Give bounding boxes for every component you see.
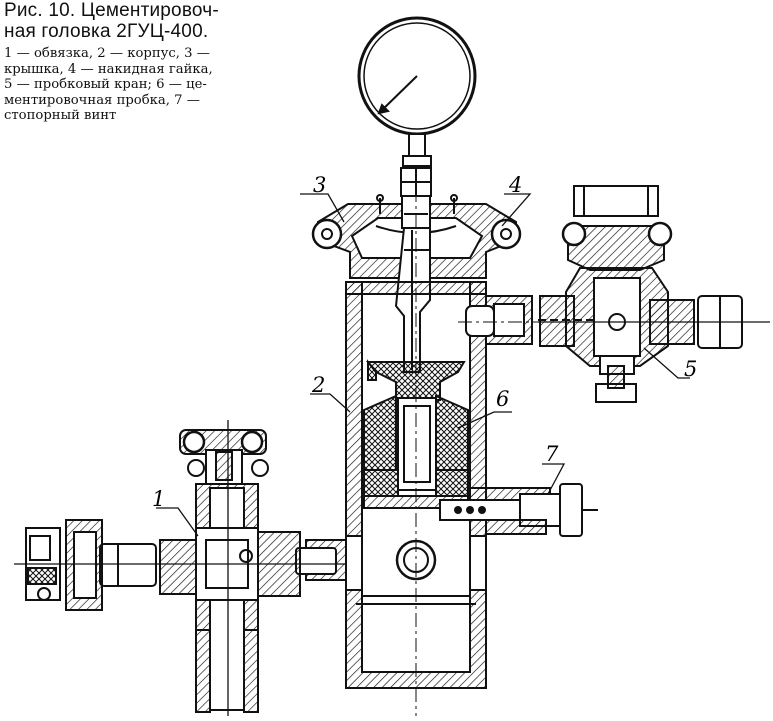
callout-4: 4 bbox=[508, 173, 522, 197]
caption-title-line: ная головка 2ГУЦ-400. bbox=[4, 21, 209, 42]
legend-line: ментировочная пробка, 7 — bbox=[4, 92, 200, 108]
stem bbox=[394, 227, 431, 373]
leader-lines bbox=[156, 193, 690, 537]
callout-2: 2 bbox=[311, 373, 325, 397]
callout-6: 6 bbox=[496, 387, 509, 411]
caption-title: Рис. 10. Цементировоч- ная головка 2ГУЦ-… bbox=[4, 0, 304, 42]
callout-3: 3 bbox=[313, 173, 326, 197]
legend-line: крышка, 4 — накидная гайка, bbox=[4, 61, 213, 77]
manifold bbox=[14, 420, 347, 716]
legend-line: 1 — обвязка, 2 — корпус, 3 — bbox=[4, 46, 210, 61]
figure-caption: Рис. 10. Цементировоч- ная головка 2ГУЦ-… bbox=[4, 0, 304, 124]
callout-1: 1 bbox=[152, 487, 165, 511]
callout-7: 7 bbox=[545, 442, 559, 466]
plug-valve-assembly bbox=[465, 185, 770, 403]
locking-screw bbox=[439, 483, 598, 537]
caption-legend: 1 — обвязка, 2 — корпус, 3 — крышка, 4 —… bbox=[4, 46, 304, 124]
callout-5: 5 bbox=[684, 357, 697, 381]
legend-line: стопорный винт bbox=[4, 108, 117, 123]
caption-title-line: Рис. 10. Цементировоч- bbox=[4, 0, 219, 21]
legend-line: 5 — пробковый кран; 6 — це- bbox=[4, 77, 207, 92]
body bbox=[345, 281, 487, 689]
pressure-gauge bbox=[357, 16, 477, 197]
